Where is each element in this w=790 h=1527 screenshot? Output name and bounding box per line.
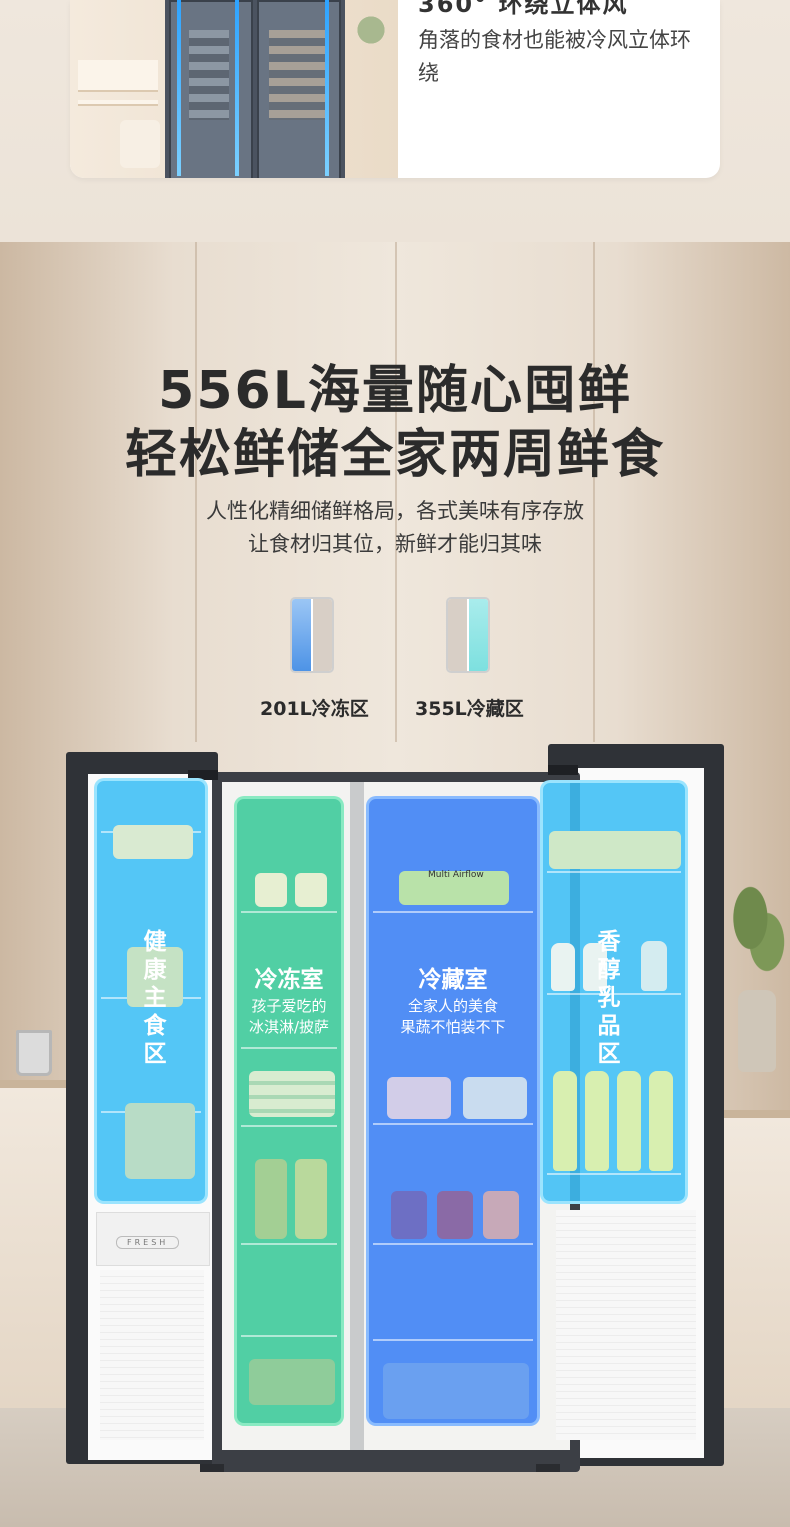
multi-airflow-label: Multi Airflow: [428, 870, 484, 880]
airflow-arrow-icon: [235, 0, 239, 176]
milk-bottle: [551, 943, 575, 991]
feature-card: 360° 环绕立体风 角落的食材也能被冷风立体环绕: [70, 0, 720, 178]
feature-description: 角落的食材也能被冷风立体环绕: [418, 28, 691, 85]
vase-icon: [738, 990, 776, 1072]
refrigerator-zone-desc-1: 全家人的美食: [407, 997, 498, 1015]
kitchen-photo: [70, 0, 398, 178]
wine-bottle: [617, 1071, 641, 1171]
dairy-zone: [540, 780, 688, 1204]
wine-bottle: [649, 1071, 673, 1171]
dairy-cartons: [549, 831, 681, 869]
headline-line1: 556L海量随心囤鲜: [158, 361, 632, 421]
dairy-zone-label: 香醇乳品区: [597, 929, 621, 1067]
pizza-boxes: [249, 1071, 335, 1117]
freezer-zone-title: 冷冻室: [254, 967, 324, 993]
right-door-panel: [556, 1210, 696, 1440]
freezer-zone: [234, 796, 344, 1426]
airflow-arrow-icon: [177, 0, 181, 176]
frozen-jar: [295, 1159, 327, 1239]
left-cabinet: [0, 1080, 66, 1408]
wine-bottle: [553, 1071, 577, 1171]
fridge-capacity-label: 355L冷藏区: [415, 698, 524, 720]
refrigerator-zone-desc-2: 果蔬不怕装不下: [400, 1018, 506, 1036]
food-jar: [113, 825, 193, 859]
fridge-foot: [200, 1464, 224, 1472]
left-door-panel: [100, 1270, 204, 1440]
food-jar: [437, 1191, 473, 1239]
ice-cream-tub: [255, 873, 287, 907]
food-bag: [125, 1103, 195, 1179]
refrigerator-zone-title: 冷藏室: [418, 967, 488, 993]
wall-panel-seam: [395, 242, 397, 742]
headline-line2: 轻松鲜储全家两周鲜食: [124, 425, 665, 485]
produce-drawer: [383, 1363, 529, 1419]
right-cabinet: [724, 1110, 790, 1408]
feature-heading: 360° 环绕立体风: [418, 0, 629, 18]
door-hinge: [188, 770, 218, 780]
mug-icon: [16, 1030, 52, 1076]
airflow-arrow-icon: [325, 0, 329, 176]
staple-food-zone: [94, 778, 208, 1204]
plant-icon: [724, 870, 790, 990]
fridge-illustration: [165, 0, 345, 178]
left-door-bin: [96, 1212, 210, 1266]
frozen-jar: [255, 1159, 287, 1239]
wall-panel-seam: [195, 242, 197, 742]
salad-plate: [399, 871, 509, 905]
fridge-foot: [536, 1464, 560, 1472]
fresh-label: FRESH: [116, 1236, 180, 1249]
fruit-box: [387, 1077, 451, 1119]
ice-cream-tub: [295, 873, 327, 907]
refrigerator-zone: [366, 796, 540, 1426]
subtitle-line1: 人性化精细储鲜格局，各式美味有序存放: [206, 499, 584, 523]
milk-bottle: [583, 943, 607, 991]
center-divider: [350, 782, 364, 1450]
fruit-box: [463, 1077, 527, 1119]
freezer-capacity-icon: [290, 597, 334, 673]
freezer-zone-desc-1: 孩子爱吃的: [251, 997, 327, 1015]
door-hinge: [548, 765, 578, 775]
food-box: [127, 947, 183, 1007]
freezer-capacity-label: 201L冷冻区: [260, 698, 369, 720]
wall-panel-seam: [593, 242, 595, 742]
food-jar: [391, 1191, 427, 1239]
milk-bottle: [641, 941, 667, 991]
freezer-zone-desc-2: 冰淇淋/披萨: [248, 1018, 330, 1036]
food-jar: [483, 1191, 519, 1239]
frozen-vegetables: [249, 1359, 335, 1405]
staple-food-zone-label: 健康主食区: [143, 929, 167, 1067]
fridge-capacity-icon: [446, 597, 490, 673]
wine-bottle: [585, 1071, 609, 1171]
subtitle-line2: 让食材归其位，新鲜才能归其味: [248, 532, 542, 556]
